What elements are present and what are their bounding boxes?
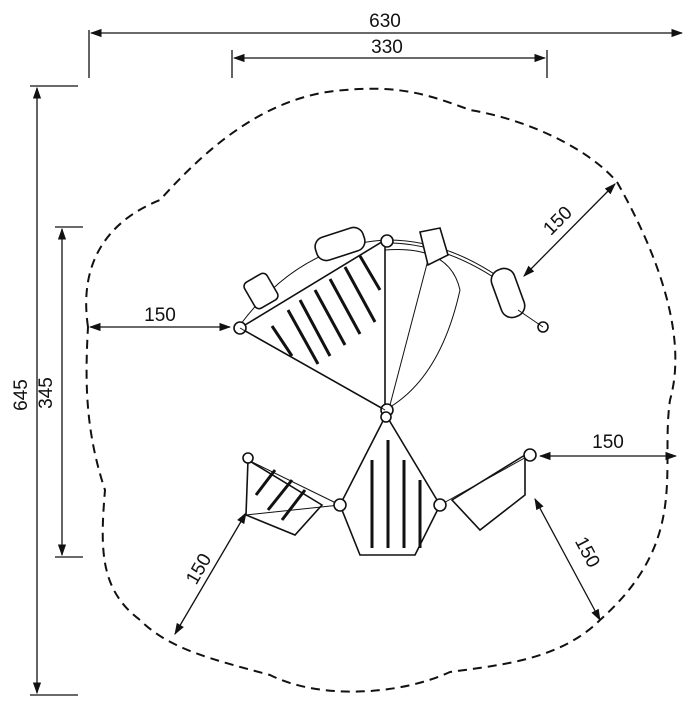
inner-width-label: 330	[371, 37, 403, 58]
clearance-bottom-right-dimension: 150	[534, 497, 604, 622]
left-seat-box	[245, 458, 324, 536]
seat-pad-top	[314, 226, 366, 262]
clearance-bottom-left-label: 150	[182, 550, 216, 588]
clearance-bottom-right-label: 150	[570, 533, 603, 571]
right-seat-panel	[450, 453, 526, 532]
panel-slats	[270, 255, 382, 365]
clearance-right-label: 150	[592, 432, 624, 453]
upper-equipment	[233, 226, 549, 417]
clearance-left-dimension: 150	[88, 305, 232, 332]
clearance-right-dimension: 150	[538, 432, 678, 461]
seat-pad-right	[490, 267, 526, 319]
inner-width-dimension: 330	[231, 37, 548, 78]
seat-pad-top-right	[419, 227, 449, 267]
pentagon-bench	[339, 413, 441, 556]
inner-height-dimension: 345	[36, 226, 83, 558]
overall-height-dimension: 645	[11, 85, 78, 696]
overall-width-dimension: 630	[88, 11, 684, 78]
clearance-top-right-dimension: 150	[523, 183, 616, 277]
clearance-bottom-left-dimension: 150	[174, 511, 247, 636]
inner-height-label: 345	[36, 377, 57, 409]
seat-pad-left	[243, 272, 279, 310]
clearance-top-right-label: 150	[539, 202, 576, 239]
overall-width-label: 630	[369, 11, 401, 32]
lower-equipment	[242, 411, 537, 556]
overall-height-label: 645	[11, 379, 32, 411]
clearance-left-label: 150	[144, 305, 176, 326]
